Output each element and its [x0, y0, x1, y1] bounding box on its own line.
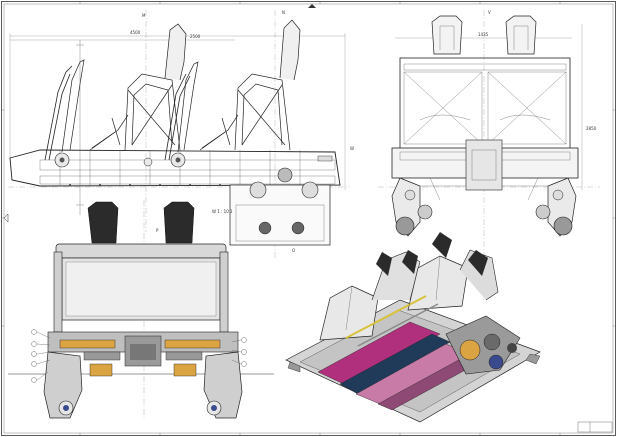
rear-wheel-right-hub	[211, 405, 217, 411]
iso-plate-magenta	[317, 321, 441, 387]
section-marker-W: W	[350, 146, 354, 151]
rear-seat-top-frame	[55, 243, 227, 259]
rear-headrest-left	[87, 201, 119, 244]
title-block	[577, 421, 613, 433]
front-headrest-left	[431, 15, 463, 55]
front-seat-body	[399, 57, 571, 151]
front-elevation-view: 2850 1435 V	[378, 10, 600, 258]
view-label-section: W 1 : 10 1	[212, 209, 233, 214]
rear-chassis-orange-left	[59, 339, 116, 349]
section-marker-M: M	[142, 13, 146, 18]
iso-seat-1	[319, 285, 379, 341]
side-seat-row-2	[177, 19, 301, 153]
rear-section-view	[8, 200, 274, 420]
top-center-marker	[308, 4, 316, 8]
dimension-overall-length: 4500	[130, 30, 141, 35]
dimension-height: 2850	[586, 126, 597, 131]
side-lap-bars	[44, 65, 191, 161]
side-wheel-front	[249, 181, 267, 199]
side-wheel-rear	[301, 181, 319, 199]
front-center-coupling	[465, 139, 503, 191]
side-up-stop-wheel	[277, 167, 293, 183]
iso-headrest-1	[376, 252, 392, 276]
dimension-wheelbase: 2500	[190, 34, 201, 39]
side-elevation-view: 4500 2500 W 1 : 10 1	[8, 10, 354, 258]
iso-yellow-rail	[345, 295, 427, 339]
front-wheel-right	[553, 216, 573, 236]
section-marker-P: P	[156, 228, 159, 233]
rear-bogie-left	[43, 351, 83, 419]
callout-balloons	[31, 329, 247, 383]
isometric-view	[285, 232, 541, 423]
left-center-marker	[3, 213, 9, 223]
rear-chassis-orange-right	[164, 339, 221, 349]
side-guide-wheel-a	[258, 221, 272, 235]
section-marker-O: O	[292, 248, 295, 253]
front-headrest-right	[505, 15, 537, 55]
iso-wheel-gold	[459, 339, 481, 361]
section-marker-N: N	[282, 10, 285, 15]
side-guide-wheel-b	[291, 221, 305, 235]
sheet-inner-border	[3, 3, 614, 434]
front-wheel-left	[395, 216, 415, 236]
rear-wheel-left-hub	[63, 405, 69, 411]
rear-headrest-right	[163, 201, 195, 244]
section-marker-V: V	[488, 10, 491, 15]
side-seat-row-1	[61, 23, 187, 153]
side-chassis-outline	[9, 149, 341, 187]
iso-headrest-2	[432, 232, 452, 258]
dimension-track-gauge: 1435	[478, 32, 489, 37]
